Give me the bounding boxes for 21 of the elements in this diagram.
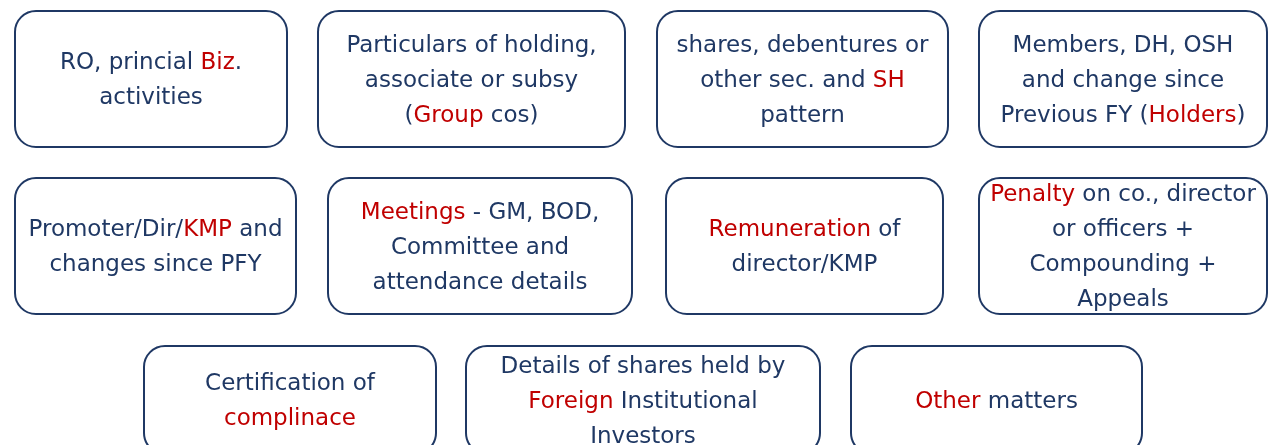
topic-box — [978, 10, 1268, 148]
topic-text: Particulars of holding, associate or subsy (Group cos) — [345, 29, 598, 129]
topic-text: RO, princial Biz. activities — [58, 47, 244, 111]
topic-text: Promoter/Dir/KMP and changes since PFY — [27, 214, 284, 278]
topic-box — [14, 10, 288, 148]
topic-text: shares, debentures or other sec. and SH pattern — [675, 29, 930, 129]
topic-box — [327, 177, 633, 315]
topic-text: Remuneration of director/KMP — [707, 214, 902, 278]
topic-box — [465, 345, 821, 445]
topic-text: Other matters — [915, 385, 1078, 415]
topic-text: Penalty on co., director or officers + Compounding + Appeals — [989, 179, 1257, 313]
topic-text: Members, DH, OSH and change since Previous FY (Holders) — [999, 29, 1247, 129]
topic-box — [317, 10, 626, 148]
topic-text: Certification of complinace — [204, 368, 377, 432]
topic-box — [143, 345, 437, 445]
topic-box — [14, 177, 297, 315]
topic-text: Details of shares held by Foreign Institutional Investors — [499, 350, 787, 445]
topic-box — [656, 10, 949, 148]
topic-text: Meetings - GM, BOD, Committee and attendance details — [359, 196, 601, 296]
topic-box — [850, 345, 1143, 445]
topic-box — [665, 177, 944, 315]
